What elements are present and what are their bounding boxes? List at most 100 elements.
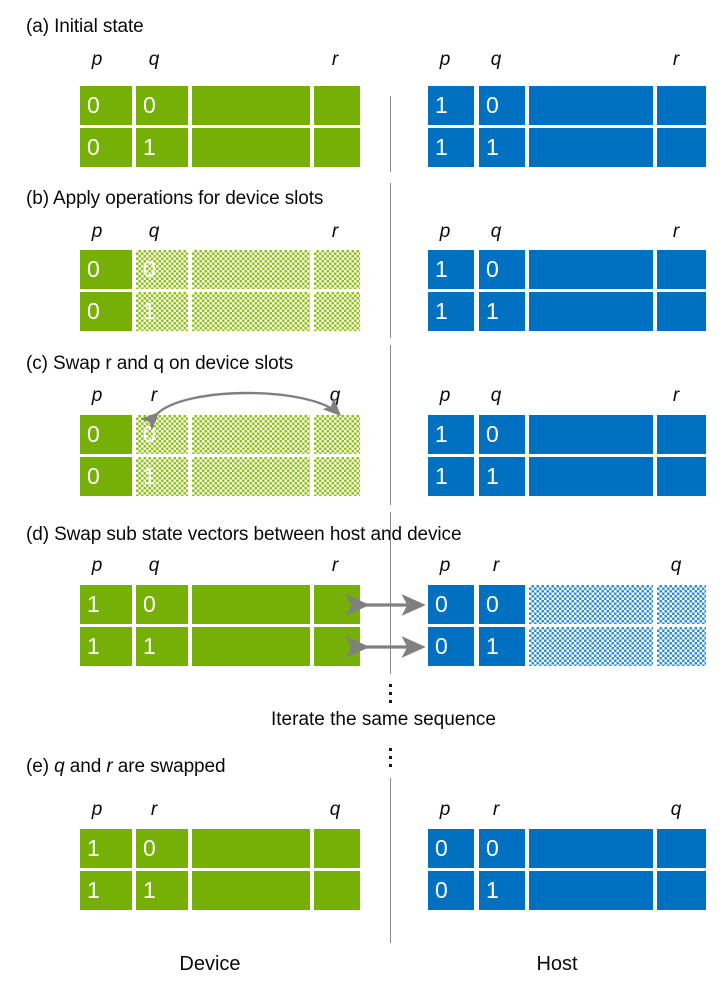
panel-e-device-cell-mid-row1: [192, 871, 310, 910]
panel-c-device-label-p: p: [91, 385, 103, 406]
panel-a-host-cell-p-row0: 1: [428, 86, 474, 125]
panel-a-host-cell-mid-row0: [529, 86, 653, 125]
panel-d-host-cell-q-row1: [657, 627, 706, 666]
panel-a-host-cell-q-row0: 0: [479, 86, 525, 125]
panel-e-caption-prefix: (e): [26, 756, 49, 777]
panel-a-host-cell-mid-row1: [529, 128, 653, 167]
panel-b-host-label-p: p: [439, 221, 451, 242]
panel-d-host-cell-q-row0: [657, 585, 706, 624]
panel-e-device-label-p: p: [91, 799, 103, 820]
panel-a-device-label-q: q: [148, 49, 160, 70]
panel-e-host-cell-r-row0: 0: [479, 829, 525, 868]
panel-c-device-cell-q-row1: [314, 457, 360, 496]
panel-a-host-cell-p-row1: 1: [428, 128, 474, 167]
panel-e-caption-q: q: [54, 756, 65, 777]
panel-c-caption: (c) Swap r and q on device slots: [26, 353, 294, 374]
panel-e-device-cell-mid-row0: [192, 829, 310, 868]
swap-arrow-r-q: [140, 391, 342, 431]
panel-a-device-cell-r-row0: [314, 86, 360, 125]
panel-a-device-label-r: r: [331, 49, 339, 70]
panel-b-device-label-p: p: [91, 221, 103, 242]
panel-e-caption-mid: and: [64, 756, 107, 777]
panel-d-host-cell-p-row0: 0: [428, 585, 474, 624]
panel-b-device-cell-mid-row0: [192, 250, 310, 289]
panel-e-device-cell-r-row1: 1: [136, 871, 188, 910]
panel-c-device-cell-r-row0: 0: [136, 415, 188, 454]
panel-e-device-label-q: q: [329, 799, 341, 820]
panel-c-host-cell-p-row1: 1: [428, 457, 474, 496]
panel-b-device-cell-r-row0: [314, 250, 360, 289]
panel-e-caption-tail: are swapped: [112, 756, 226, 777]
panel-d-device-label-r: r: [331, 555, 339, 576]
panel-c-device-cell-mid-row0: [192, 415, 310, 454]
panel-b-host-cell-mid-row1: [529, 292, 653, 331]
panel-c-host-cell-mid-row0: [529, 415, 653, 454]
panel-a-device-cell-q-row0: 0: [136, 86, 188, 125]
panel-d-host-label-q: q: [670, 555, 682, 576]
panel-e-device-cell-p-row1: 1: [80, 871, 132, 910]
panel-e-divider: [390, 778, 391, 943]
panel-a-caption: (a) Initial state: [26, 16, 144, 37]
panel-a-host-cell-q-row1: 1: [479, 128, 525, 167]
panel-d-device-cell-r-row0: [314, 585, 360, 624]
panel-a-device-cell-p-row0: 0: [80, 86, 132, 125]
panel-a-host-label-q: q: [490, 49, 502, 70]
panel-b-caption: (b) Apply operations for device slots: [26, 188, 324, 209]
panel-d-device-cell-r-row1: [314, 627, 360, 666]
panel-c-divider: [390, 345, 391, 505]
ellipsis-dots-upper: [389, 684, 393, 708]
panel-b-host-label-r: r: [672, 221, 680, 242]
panel-d-device-cell-p-row0: 1: [80, 585, 132, 624]
panel-d-device-cell-mid-row0: [192, 585, 310, 624]
panel-b-device-cell-p-row1: 0: [80, 292, 132, 331]
panel-c-host-cell-q-row1: 1: [479, 457, 525, 496]
panel-d-host-cell-p-row1: 0: [428, 627, 474, 666]
panel-d-caption: (d) Swap sub state vectors between host …: [26, 524, 462, 545]
panel-d-device-cell-p-row1: 1: [80, 627, 132, 666]
panel-e-host-label-q: q: [670, 799, 682, 820]
panel-b-device-cell-q-row0: 0: [136, 250, 188, 289]
panel-e-host-cell-mid-row0: [529, 829, 653, 868]
panel-e-device-cell-p-row0: 1: [80, 829, 132, 868]
panel-c-host-cell-q-row0: 0: [479, 415, 525, 454]
panel-b-host-cell-q-row1: 1: [479, 292, 525, 331]
panel-a-host-label-p: p: [439, 49, 451, 70]
panel-e-device-cell-r-row0: 0: [136, 829, 188, 868]
panel-a-device-cell-mid-row0: [192, 86, 310, 125]
panel-b-device-cell-mid-row1: [192, 292, 310, 331]
panel-d-host-cell-r-row0: 0: [479, 585, 525, 624]
panel-e-host-cell-p-row1: 0: [428, 871, 474, 910]
panel-c-host-label-q: q: [490, 385, 502, 406]
panel-e-host-cell-q-row1: [657, 871, 706, 910]
panel-b-host-cell-r-row0: [657, 250, 706, 289]
panel-c-host-cell-p-row0: 1: [428, 415, 474, 454]
panel-d-device-cell-mid-row1: [192, 627, 310, 666]
panel-b-host-cell-q-row0: 0: [479, 250, 525, 289]
panel-b-device-label-r: r: [331, 221, 339, 242]
panel-e-caption-r: r: [106, 756, 113, 777]
panel-b-host-label-q: q: [490, 221, 502, 242]
panel-b-device-label-q: q: [148, 221, 160, 242]
panel-a-host-label-r: r: [672, 49, 680, 70]
panel-d-host-cell-mid-row1: [529, 627, 653, 666]
panel-c-device-label-q: q: [329, 385, 341, 406]
panel-c-host-cell-mid-row1: [529, 457, 653, 496]
panel-d-host-cell-mid-row0: [529, 585, 653, 624]
panel-e-host-label-r: r: [492, 799, 500, 820]
panel-a-device-cell-r-row1: [314, 128, 360, 167]
panel-e-caption: (e) q and r are swapped: [26, 756, 226, 778]
panel-a-divider: [390, 96, 391, 172]
panel-a-device-label-p: p: [91, 49, 103, 70]
panel-c-host-cell-r-row1: [657, 457, 706, 496]
panel-a-device-cell-q-row1: 1: [136, 128, 188, 167]
panel-d-host-cell-r-row1: 1: [479, 627, 525, 666]
panel-b-host-cell-p-row0: 1: [428, 250, 474, 289]
panel-d-host-label-p: p: [439, 555, 451, 576]
panel-b-device-cell-q-row1: 1: [136, 292, 188, 331]
panel-b-host-cell-p-row1: 1: [428, 292, 474, 331]
host-footer-label: Host: [536, 953, 578, 975]
ellipsis-dots-lower: [389, 748, 393, 772]
panel-e-host-cell-q-row0: [657, 829, 706, 868]
panel-b-device-cell-p-row0: 0: [80, 250, 132, 289]
panel-d-device-cell-q-row0: 0: [136, 585, 188, 624]
